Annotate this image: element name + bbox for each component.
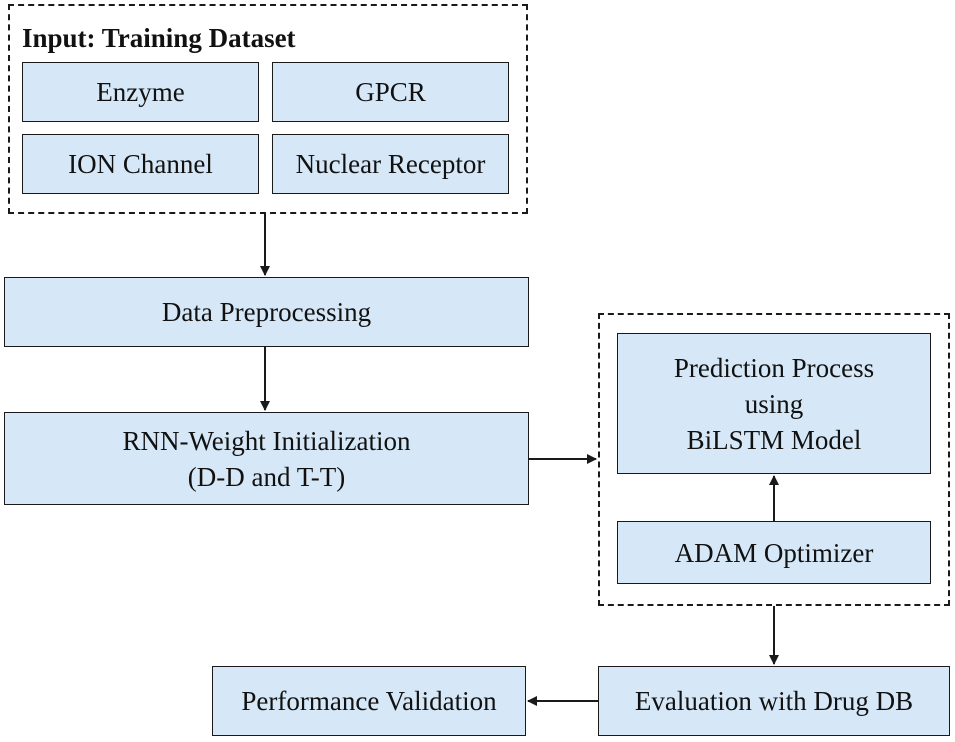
performance-validation-label: Performance Validation — [241, 686, 497, 716]
rnn-weight-init-label-line1: RNN-Weight Initialization — [122, 425, 411, 456]
prediction-label-line3: BiLSTM Model — [686, 424, 862, 455]
dataset-gpcr-label: GPCR — [355, 77, 426, 107]
rnn-weight-init-label-line2: (D-D and T-T) — [187, 461, 346, 492]
evaluation-label: Evaluation with Drug DB — [634, 686, 914, 716]
model-group — [598, 313, 950, 606]
dataset-ion-channel: ION Channel — [22, 134, 259, 194]
input-dataset-group — [8, 4, 528, 214]
performance-validation-box: Performance Validation — [212, 666, 526, 736]
dataset-enzyme: Enzyme — [22, 62, 259, 122]
rnn-weight-init-box: RNN-Weight Initialization (D-D and T-T) — [4, 412, 529, 505]
dataset-nuclear-receptor: Nuclear Receptor — [272, 134, 509, 194]
input-dataset-title: Input: Training Dataset — [22, 23, 296, 53]
prediction-label-line2: using — [744, 388, 804, 419]
dataset-gpcr: GPCR — [272, 62, 509, 122]
adam-optimizer-box: ADAM Optimizer — [617, 521, 931, 584]
adam-optimizer-label: ADAM Optimizer — [674, 537, 874, 568]
data-preprocessing-box: Data Preprocessing — [4, 277, 529, 347]
prediction-process-box: Prediction Process using BiLSTM Model — [617, 333, 931, 474]
data-preprocessing-label: Data Preprocessing — [161, 297, 372, 327]
dataset-nuclear-receptor-label: Nuclear Receptor — [295, 149, 486, 179]
evaluation-box: Evaluation with Drug DB — [598, 666, 950, 736]
dataset-ion-channel-label: ION Channel — [68, 149, 213, 179]
dataset-enzyme-label: Enzyme — [96, 77, 185, 107]
prediction-label-line1: Prediction Process — [673, 352, 875, 383]
